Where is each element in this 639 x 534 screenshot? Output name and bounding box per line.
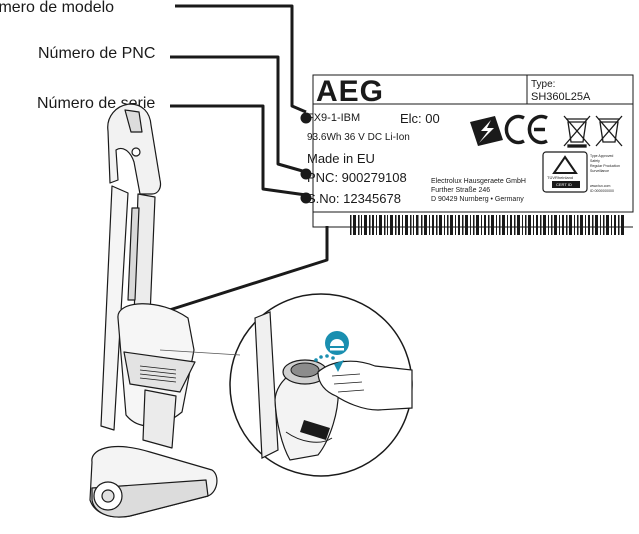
company-line-1: Electrolux Hausgeraete GmbH (431, 178, 526, 185)
company-line-3: D 90429 Nurnberg • Germany (431, 196, 524, 203)
power-text: 93.6Wh 36 V DC Li-Ion (307, 132, 410, 143)
leader-dot-model (300, 112, 312, 124)
rotate-arrow-icon (314, 354, 344, 372)
tuv-note-2: Safety (590, 159, 600, 163)
leader-model (175, 4, 307, 114)
serial-text: S.No: 12345678 (307, 191, 401, 206)
leader-device (159, 226, 329, 315)
leader-pnc (170, 55, 307, 174)
made-in-text: Made in EU (307, 151, 375, 166)
aeg-logo: AEG (316, 75, 385, 108)
leader-dot-pnc (300, 168, 312, 180)
pnc-text: PNC: 900279108 (307, 170, 407, 185)
tuv-triangle-icon (552, 155, 578, 174)
company-line-2: Further Straße 246 (431, 187, 491, 194)
tuv-box (542, 151, 588, 193)
ce-mark-icon (504, 114, 548, 145)
tuv-note-4: Surveillance (590, 169, 610, 173)
leader-serial (170, 104, 307, 197)
callout-pnc-number: Número de PNC (38, 45, 156, 62)
hand (317, 360, 413, 411)
callout-model-number: Número de modelo (0, 0, 115, 16)
weee-bin-icon-2 (595, 115, 623, 147)
weee-bin-icon-1 (563, 115, 591, 148)
tuv-cert: CERT ID (556, 182, 572, 187)
zoom-detail (159, 293, 413, 477)
elc-text: Elc: 00 (400, 111, 440, 126)
tuv-note-1: Type Approved (590, 154, 614, 158)
barcode-icon (350, 215, 624, 235)
vacuum-tube (100, 185, 129, 431)
model-number-text: FX9-1-IBM (307, 112, 361, 124)
type-label: Type: (531, 79, 556, 90)
tuv-id: ID 0000000000 (590, 189, 614, 193)
tuv-web: www.tuv.com (590, 184, 611, 188)
vacuum-cleaner (89, 103, 218, 518)
leader-dot-serial (300, 192, 312, 204)
battery-bolt-icon (470, 116, 503, 146)
unlock-icon (325, 331, 349, 355)
tuv-note-3: Regular Production (590, 164, 620, 168)
type-value: SH360L25A (531, 91, 591, 103)
tuv-brand: TÜVRheinland (547, 175, 574, 180)
